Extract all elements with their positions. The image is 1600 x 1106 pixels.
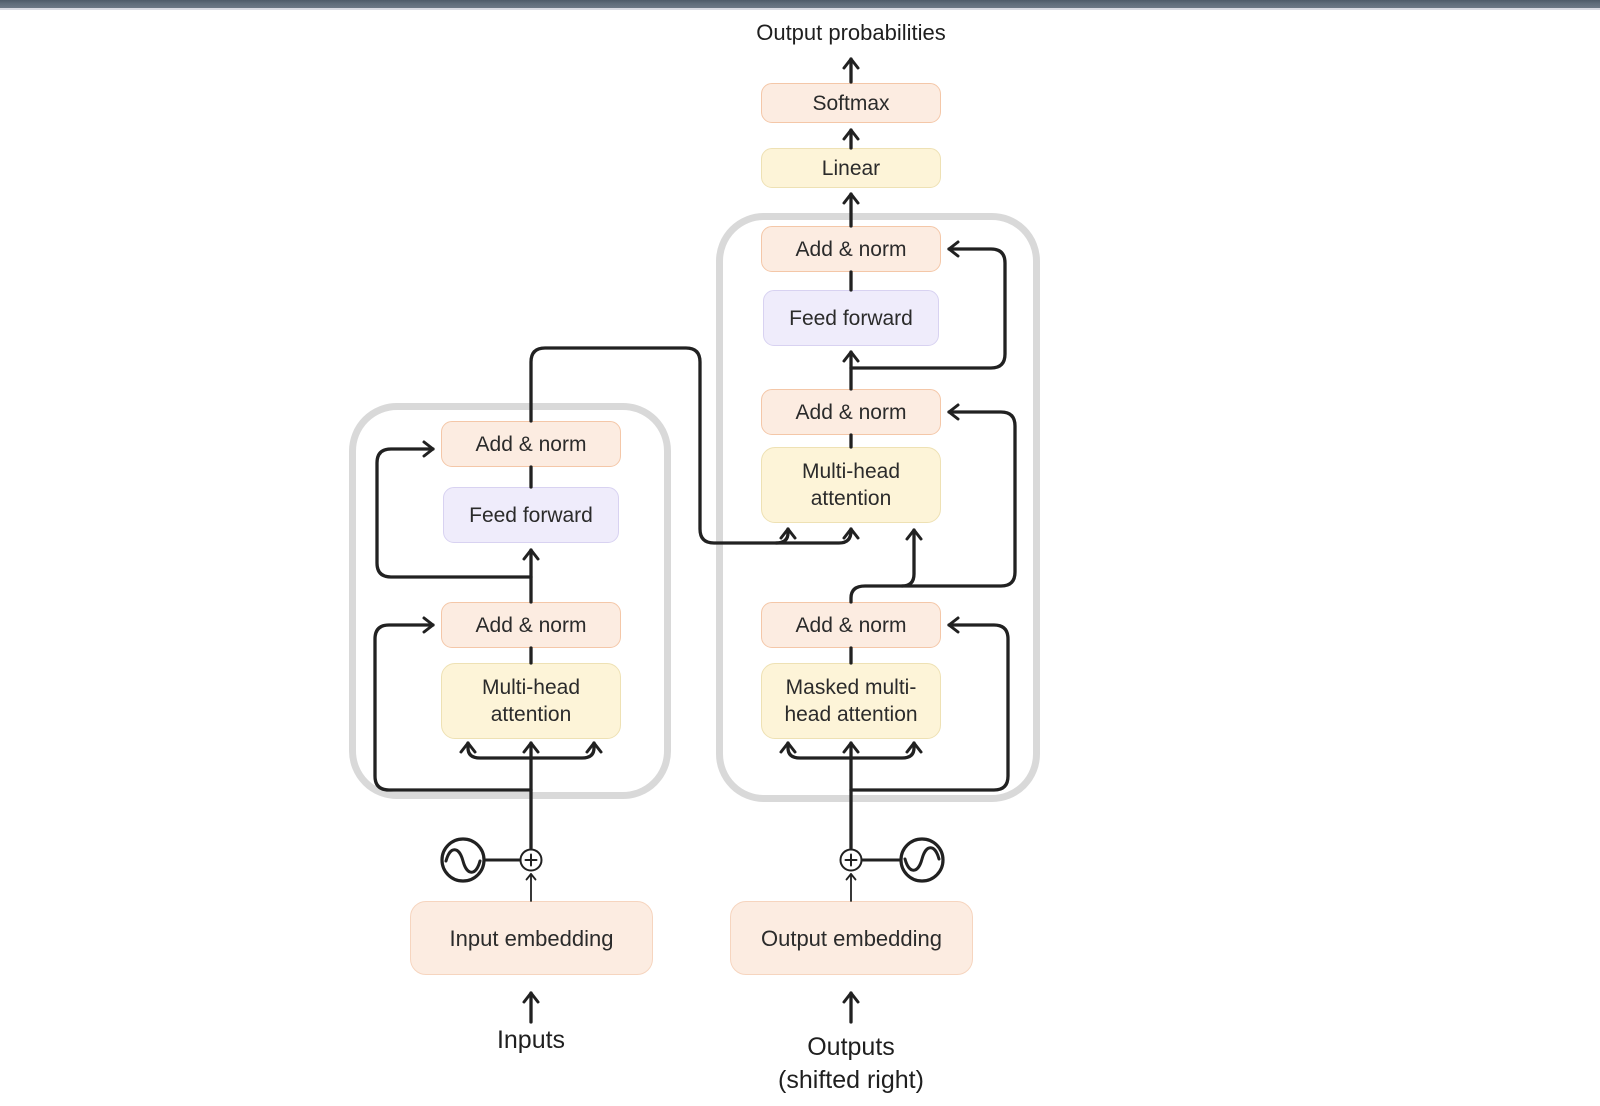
softmax-box: Softmax [761, 83, 941, 123]
decoder-multi-head-attention-box: Multi-head attention [761, 447, 941, 523]
encoder-mha-label-line2: attention [490, 703, 572, 726]
input-embedding-box: Input embedding [410, 901, 653, 975]
icons [440, 837, 945, 883]
output-probabilities-label: Output probabilities [756, 20, 946, 45]
decoder-mha-label-line2: attention [810, 487, 892, 510]
inputs-label: Inputs [496, 1026, 566, 1054]
encoder-add-norm-bottom-box: Add & norm [441, 602, 621, 648]
sine-wave-icon-left [444, 848, 482, 874]
encoder-multi-head-attention-box: Multi-head attention [441, 663, 621, 739]
plus-icon-right [844, 853, 858, 867]
window-top-bar [0, 0, 1600, 10]
masked-multi-head-attention-box: Masked multi- head attention [761, 663, 941, 739]
decoder-add-norm-bottom-box: Add & norm [761, 602, 941, 648]
plus-icon-left [524, 853, 538, 867]
masked-mha-label-line2: head attention [784, 703, 918, 726]
positional-encoding-icon-right [899, 837, 945, 883]
decoder-add-norm-top-box: Add & norm [761, 226, 941, 272]
masked-mha-label-line1: Masked multi- [785, 676, 917, 699]
outputs-label-line2: (shifted right) [778, 1066, 924, 1094]
outputs-label-line1: Outputs [807, 1033, 895, 1061]
encoder-block-outline [349, 403, 671, 799]
plus-circle-icon-left [519, 848, 543, 872]
plus-circle-icon-right [839, 848, 863, 872]
outputs-label: Outputs (shifted right) [731, 1031, 971, 1097]
linear-box: Linear [761, 148, 941, 188]
encoder-mha-label-line1: Multi-head [481, 676, 581, 699]
positional-encoding-icon-left [440, 837, 486, 883]
decoder-mha-label-line1: Multi-head [801, 460, 901, 483]
sine-wave-icon-right [903, 846, 941, 872]
output-embedding-box: Output embedding [730, 901, 973, 975]
encoder-add-norm-top-box: Add & norm [441, 421, 621, 467]
encoder-feed-forward-box: Feed forward [443, 487, 619, 543]
decoder-feed-forward-box: Feed forward [763, 290, 939, 346]
decoder-add-norm-mid-box: Add & norm [761, 389, 941, 435]
